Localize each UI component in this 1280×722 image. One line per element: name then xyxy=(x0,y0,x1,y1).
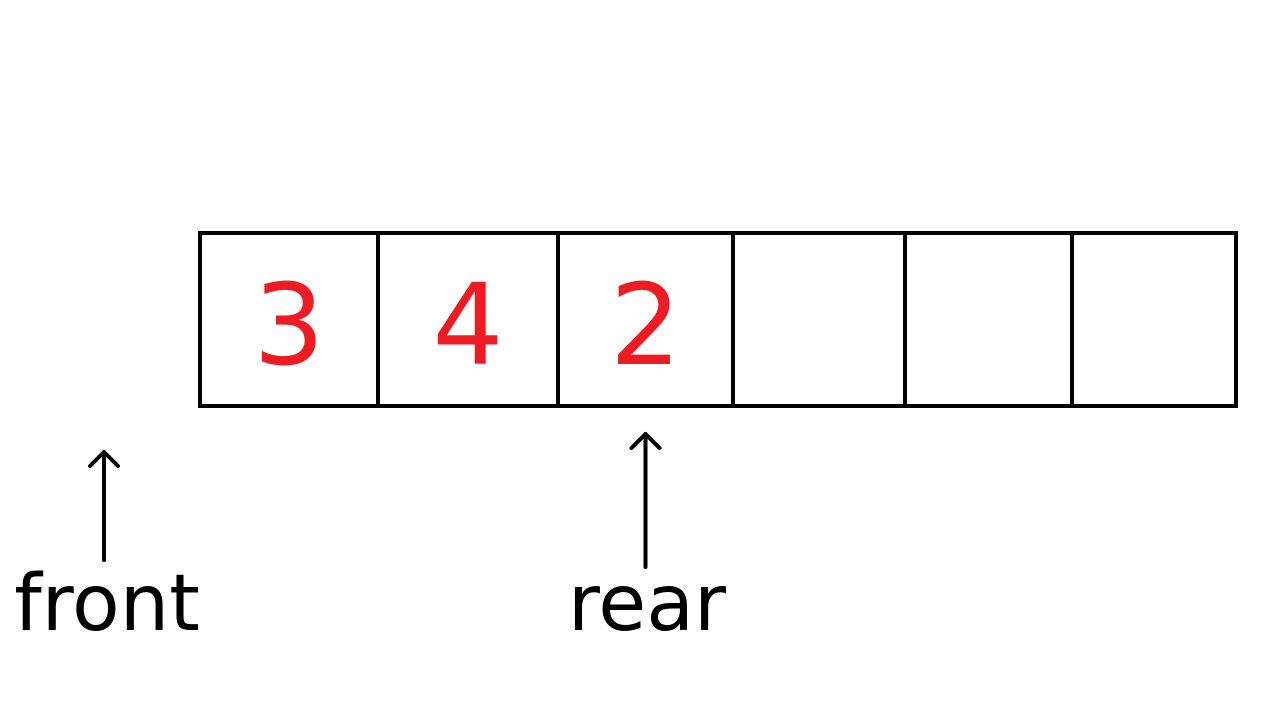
front-label: front xyxy=(14,559,200,649)
queue-cell xyxy=(1070,231,1238,408)
rear-arrow-icon xyxy=(629,432,662,569)
queue-cell-value: 3 xyxy=(253,261,324,391)
queue-cell-value: 4 xyxy=(432,261,503,391)
queue-cell-value: 2 xyxy=(610,261,681,391)
rear-pointer: rear xyxy=(568,432,727,649)
front-arrow-icon xyxy=(88,450,120,562)
front-pointer: front xyxy=(14,450,200,649)
queue-cell xyxy=(903,231,1074,408)
rear-label: rear xyxy=(568,559,727,649)
queue-cell xyxy=(731,231,907,408)
